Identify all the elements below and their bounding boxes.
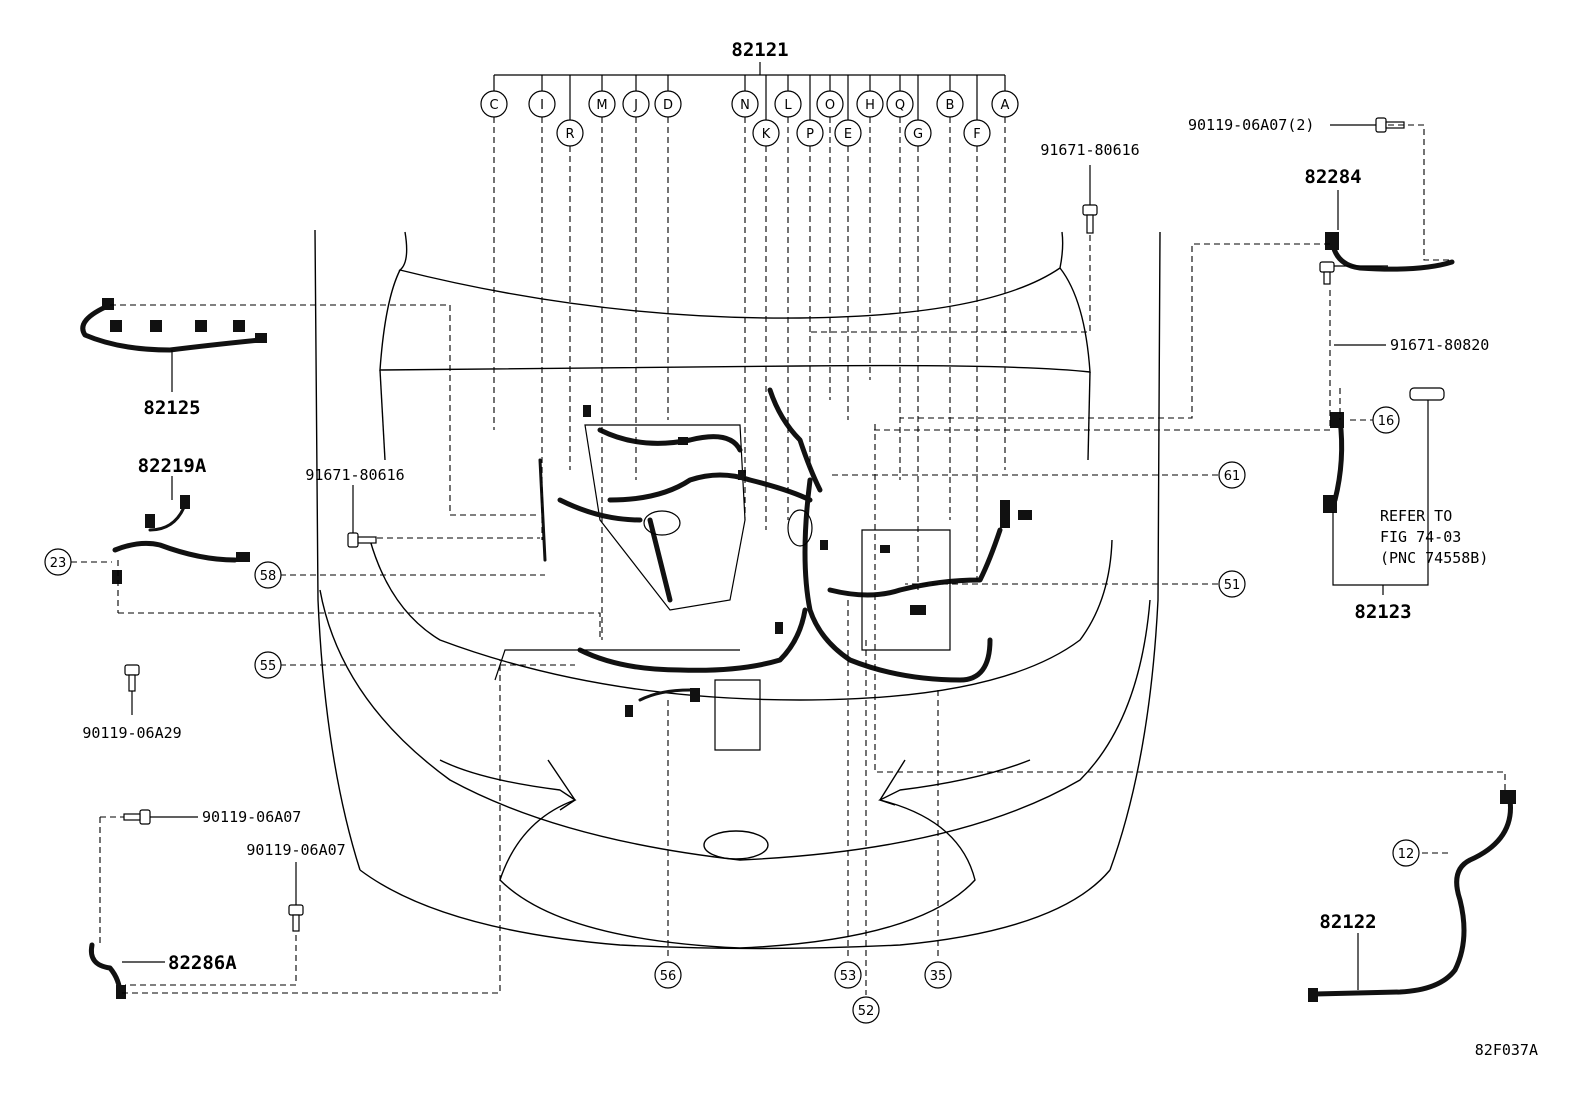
bolt-icon [1082,165,1098,234]
connector-callout-d: D [654,90,682,118]
connector-letter: J [633,98,638,113]
connector-callout-i: I [528,90,556,118]
part-number-82284: 82284 [1304,166,1361,188]
svg-text:16: 16 [1378,414,1395,429]
callout-12: 12 [1392,839,1420,867]
fastener-label-left: 91671-80616 [305,466,404,484]
connector-bracket [494,62,1005,76]
callout-16: 16 [1372,406,1400,434]
refer-note-line2: FIG 74-03 [1380,528,1461,546]
part-82284-harness [1325,190,1455,272]
callout-56: 56 [654,961,682,989]
connector-callout-q: Q [886,90,914,118]
connector-callout-b: B [936,90,964,118]
bolt-icon [288,862,304,932]
svg-text:52: 52 [858,1004,875,1019]
part-82219a-harness [112,476,250,584]
fastener-label-82286a-bottom: 90119-06A07 [246,841,345,859]
dashed-leader-lines [99,124,1506,995]
connector-letter: M [596,98,607,113]
connector-letter: O [825,98,835,113]
connector-callout-h: H [856,90,884,118]
svg-text:35: 35 [930,969,947,984]
bolt-icon [1319,261,1388,285]
connector-callout-p: P [796,119,824,147]
connector-letter: A [1001,98,1010,113]
svg-text:56: 56 [660,969,677,984]
part-82125-harness [80,298,267,392]
connector-letter: R [565,127,574,142]
vehicle-body-outline [314,229,1161,950]
refer-note-line3: (PNC 74558B) [1380,549,1488,567]
connector-letter: B [946,98,955,113]
connector-letter: I [540,98,544,113]
part-number-82286a: 82286A [168,952,237,974]
svg-text:53: 53 [840,969,857,984]
part-number-82121: 82121 [731,39,788,61]
connector-letter: Q [895,98,905,113]
refer-note-line1: REFER TO [1380,507,1452,525]
connector-callout-e: E [834,119,862,147]
clip-callouts: 23 58 55 56 53 52 35 61 51 16 12 [44,406,1420,1024]
bolt-icon [1330,117,1405,133]
connector-callout-j: J [622,90,650,118]
connector-letter: F [973,127,980,142]
connector-letter: E [844,127,852,142]
connector-callout-r: R [556,119,584,147]
fastener-label-right: 91671-80820 [1390,336,1489,354]
callout-51: 51 [1218,570,1246,598]
connector-callout-a: A [991,90,1019,118]
connector-letter: K [762,127,771,142]
part-number-82125: 82125 [143,397,200,419]
main-harness-82121 [494,387,1032,751]
part-82123-harness [1323,387,1445,595]
callout-61: 61 [1218,461,1246,489]
part-82286a-harness [88,942,165,999]
part-number-82122: 82122 [1319,911,1376,933]
fastener-label-82219a: 90119-06A29 [82,724,181,742]
connector-callout-f: F [963,119,991,147]
callout-53: 53 [834,961,862,989]
fastener-label-top-center: 91671-80616 [1040,141,1139,159]
bolt-icon [347,485,377,548]
connector-letter: N [740,98,750,113]
fastener-label-82286a-top: 90119-06A07 [202,808,301,826]
svg-text:58: 58 [260,569,277,584]
bolt-icon [124,664,140,715]
connector-letter: L [784,98,792,113]
svg-text:51: 51 [1224,578,1241,593]
callout-23: 23 [44,548,72,576]
figure-code: 82F037A [1475,1041,1538,1059]
connector-letter: P [806,127,814,142]
callout-55: 55 [254,651,282,679]
fastener-label-82284: 90119-06A07(2) [1188,116,1314,134]
svg-text:23: 23 [50,556,67,571]
svg-text:12: 12 [1398,847,1415,862]
connector-callout-l: L [774,90,802,118]
connector-letter: H [865,98,875,113]
part-82122-harness [1308,790,1516,1002]
svg-text:55: 55 [260,659,277,674]
connector-callout-n: N [731,90,759,118]
connector-callout-c: C [480,90,508,118]
connector-letter: C [489,98,498,113]
connector-callout-m: M [588,90,616,118]
callout-52: 52 [852,996,880,1024]
bolt-icons [123,117,1405,932]
svg-text:61: 61 [1224,469,1241,484]
connector-callout-k: K [752,119,780,147]
connector-letter: D [663,98,673,113]
part-number-82123: 82123 [1354,601,1411,623]
connector-letter: G [913,127,923,142]
bolt-icon [123,809,198,825]
connector-callout-o: O [816,90,844,118]
callout-35: 35 [924,961,952,989]
callout-58: 58 [254,561,282,589]
part-number-82219a: 82219A [138,455,207,477]
connector-callout-g: G [904,119,932,147]
